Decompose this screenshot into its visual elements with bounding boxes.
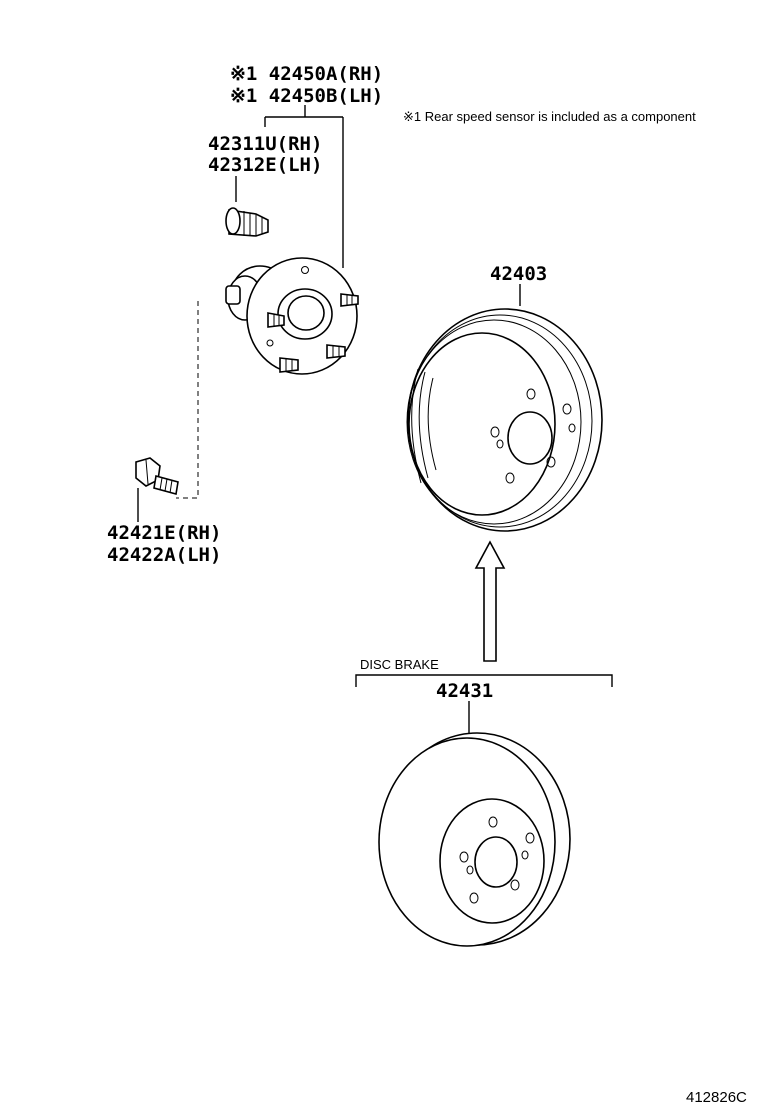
wheel-stud	[326, 344, 346, 359]
note-text: ※1 Rear speed sensor is included as a co…	[403, 109, 696, 124]
hub-bolt[interactable]	[225, 207, 269, 237]
assembly-arrow	[474, 540, 506, 662]
figure-number: 412826C	[686, 1089, 747, 1106]
bolt-rh-label[interactable]: 42421E(RH)	[107, 522, 221, 544]
disc-label[interactable]: 42431	[436, 680, 493, 702]
drum-label[interactable]: 42403	[490, 263, 547, 285]
stud-lh-label[interactable]: 42312E(LH)	[208, 154, 322, 176]
disc-brake-group-label: DISC BRAKE	[360, 657, 439, 672]
wheel-stud	[267, 312, 285, 328]
wheel-stud	[340, 293, 359, 307]
hub-bearing-assembly[interactable]	[225, 257, 359, 375]
brake-drum[interactable]	[406, 308, 603, 532]
hub-leader-line	[264, 105, 344, 268]
hub-lh-label[interactable]: ※1 42450B(LH)	[230, 85, 383, 107]
disc-brake-bracket	[355, 674, 613, 687]
mounting-bolt[interactable]	[135, 457, 179, 496]
wheel-stud	[279, 357, 299, 373]
stud-rh-label[interactable]: 42311U(RH)	[208, 133, 322, 155]
bolt-dashed-line	[176, 301, 199, 499]
hub-rh-label[interactable]: ※1 42450A(RH)	[230, 63, 383, 85]
brake-disc[interactable]	[378, 732, 571, 947]
bolt-lh-label[interactable]: 42422A(LH)	[107, 544, 221, 566]
